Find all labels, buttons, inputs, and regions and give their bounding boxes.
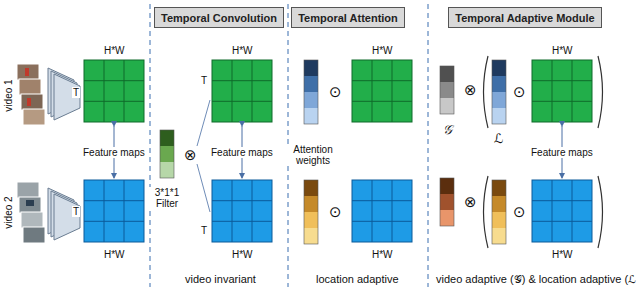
- section-caption: location adaptive: [315, 273, 400, 285]
- header-text: Temporal Convolution: [161, 12, 277, 24]
- operator-symbol: ⊗: [183, 147, 198, 164]
- header-text: Temporal Adaptive Module: [455, 12, 594, 24]
- symbol-label: 𝒢: [442, 123, 453, 137]
- dimension-label: T: [72, 87, 80, 98]
- operator-symbol: ⊙: [512, 84, 527, 101]
- feature-label: Feature maps: [530, 147, 594, 158]
- dimension-label: H*W: [103, 249, 126, 260]
- header-text: Temporal Attention: [298, 12, 398, 24]
- dimension-label: H*W: [231, 45, 254, 56]
- dimension-label: T: [200, 75, 208, 86]
- dimension-label: T: [72, 206, 80, 217]
- dimension-label: T: [200, 225, 208, 236]
- dimension-label: H*W: [371, 249, 394, 260]
- video-label: video 2: [3, 195, 14, 229]
- symbol-label: ℒ: [493, 132, 504, 146]
- attention-label: Attention weights: [286, 144, 340, 166]
- section-header: Temporal Convolution: [154, 7, 284, 28]
- operator-symbol: ⊙: [328, 204, 343, 221]
- dimension-label: H*W: [551, 249, 574, 260]
- operator-symbol: ⊙: [512, 204, 527, 221]
- dimension-label: H*W: [371, 45, 394, 56]
- feature-label: Feature maps: [210, 147, 274, 158]
- video-label: video 1: [3, 78, 14, 112]
- section-header: Temporal Adaptive Module: [448, 7, 602, 28]
- operator-symbol: ⊗: [463, 194, 478, 211]
- filter-label: 3*1*1 Filter: [148, 187, 186, 209]
- section-caption: video invariant: [184, 273, 257, 285]
- section-caption: video adaptive (𝒢) & location adaptive (…: [435, 273, 637, 285]
- section-header: Temporal Attention: [291, 7, 405, 28]
- dimension-label: H*W: [551, 45, 574, 56]
- operator-symbol: ⊗: [463, 82, 478, 99]
- feature-label: Feature maps: [82, 147, 146, 158]
- operator-symbol: ⊙: [328, 84, 343, 101]
- dimension-label: H*W: [103, 45, 126, 56]
- dimension-label: H*W: [231, 249, 254, 260]
